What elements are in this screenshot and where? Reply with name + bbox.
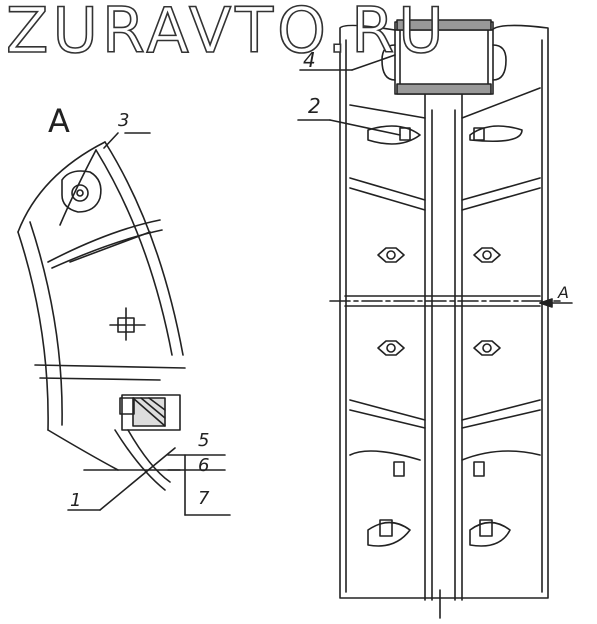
callout-5: 5 — [198, 430, 210, 451]
callout-4: 4 — [303, 48, 316, 72]
callout-2: 2 — [308, 94, 321, 118]
callout-7: 7 — [198, 488, 210, 509]
callout-1: 1 — [70, 490, 82, 511]
track-link-side-view — [297, 19, 573, 619]
arrow-icon — [539, 298, 553, 308]
bolt-head-icon — [71, 184, 89, 202]
callout-6: 6 — [198, 455, 210, 476]
section-arrow-label: A — [558, 283, 569, 302]
watermark: ZURAVTO.RU — [5, 0, 448, 67]
view-label: A — [48, 102, 70, 140]
nut-icon — [377, 247, 501, 356]
callout-3: 3 — [118, 110, 130, 131]
view-a-segment — [17, 132, 231, 516]
